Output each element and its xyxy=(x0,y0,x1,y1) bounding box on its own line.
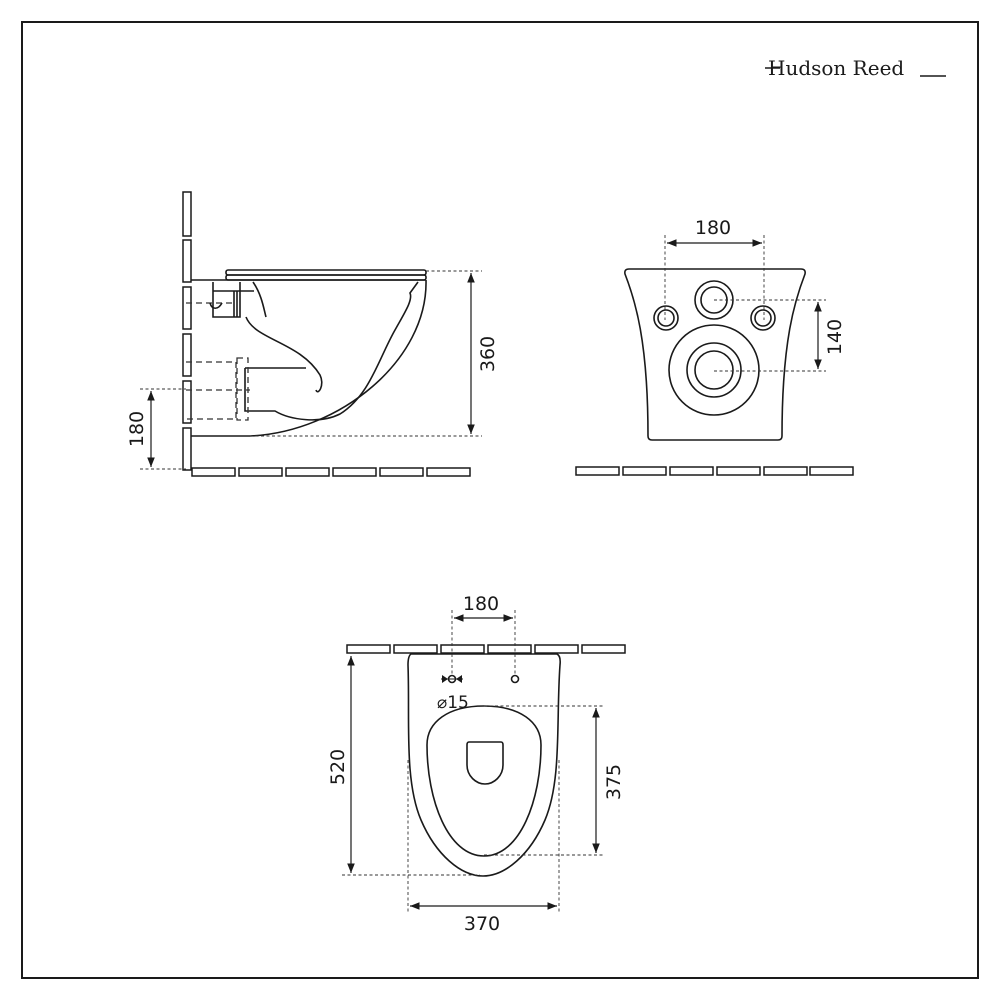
toilet-side-profile xyxy=(186,269,427,437)
wall-bricks xyxy=(182,191,192,471)
hole-diameter-label: ⌀15 xyxy=(437,693,469,713)
floor-bricks xyxy=(191,467,471,477)
frame-border xyxy=(21,21,979,979)
bowl-opening xyxy=(466,741,504,785)
top-view: ⌀15 180 520 375 370 xyxy=(327,593,626,935)
floor-bricks xyxy=(575,466,854,476)
toilet-top-outline xyxy=(407,653,561,877)
fixing-to-outlet-label: 140 xyxy=(824,319,846,355)
side-view: 360 180 xyxy=(126,191,499,477)
toilet-rear-outline xyxy=(624,268,806,441)
seat-outline xyxy=(426,705,542,857)
top-fixing-width-label: 180 xyxy=(463,593,499,615)
length-label: 520 xyxy=(327,749,349,785)
hudson-reed-logo: Hudson Reed xyxy=(765,56,946,80)
logo-text: Hudson Reed xyxy=(768,56,904,80)
seat-length-label: 375 xyxy=(603,764,625,800)
rear-view: 180 140 xyxy=(575,217,854,476)
height-label: 360 xyxy=(477,336,499,372)
width-label: 370 xyxy=(464,913,500,935)
wall-bricks xyxy=(346,644,626,654)
outlet-height-label: 180 xyxy=(126,411,148,447)
rear-fixing-width-label: 180 xyxy=(695,217,731,239)
